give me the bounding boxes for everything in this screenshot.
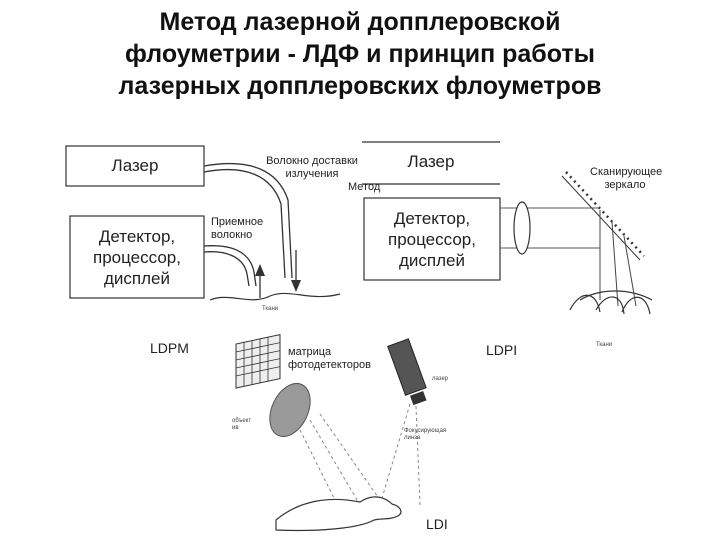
ldpm-name: LDPM [150,340,189,356]
backscatter-arrowhead [255,264,265,276]
ldi-hand [275,496,402,532]
ldpi-laser-label: Лазер [407,152,455,171]
ldpm-tissue-label: Ткани [262,306,279,312]
ldi-lens-label: объект ив [232,418,252,431]
title-line-2: флоуметрии - ЛДФ и принцип работы [125,40,595,68]
ldpi-tissue-label: Ткани [596,342,613,348]
photodetector-matrix [235,334,281,389]
ldpi-lens [513,201,531,255]
page-title: Метод лазерной допплеровской флоуметрии … [0,6,720,102]
focusing-lens-label: Фокусирующая линза [404,428,447,441]
incident-arrowhead [291,280,301,292]
delivery-fiber-outer [203,168,286,279]
ldpm-laser-label: Лазер [111,156,159,175]
receiving-fiber [203,245,257,287]
ldi-laser-label: лазер [432,376,449,382]
ldpm-detector-box [69,215,205,299]
ldpm-detector-label: Детектор, процессор, дисплей [93,227,181,288]
title-line-3: лазерных допплеровских флоуметров [118,72,602,100]
ldpi-name: LDPI [486,342,518,358]
ldi-objective-lens [269,383,311,437]
receiving-fiber-label: Приемное волокно [211,216,264,241]
ldpm-tissue-surface [209,292,341,301]
ldi-name: LDI [426,516,448,532]
ldi-laser [387,338,427,406]
ldpi-detector-box [363,197,501,281]
title-line-1: Метод лазерной допплеровской [159,8,561,36]
scanning-mirror [565,171,645,257]
scanning-mirror-label: Сканирующее зеркало [590,166,663,191]
photodetector-matrix-label: матрица фотодетекторов [288,346,371,371]
receiving-fiber-inner [203,251,250,287]
delivery-fiber-label: Волокно доставки излучения [266,155,358,180]
method-word: Метод [348,181,381,193]
delivery-fiber [203,162,293,279]
ldpi-detector-label: Детектор, процессор, дисплей [388,209,476,270]
ldpi-tissue [569,290,653,315]
